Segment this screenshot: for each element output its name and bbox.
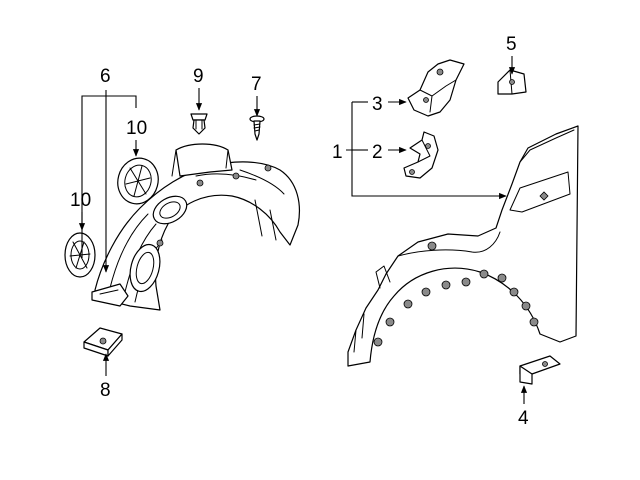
front-fender	[347, 125, 579, 367]
bracket-lower	[519, 355, 561, 385]
callout-6: 6	[100, 66, 111, 87]
bracket-middle	[403, 131, 439, 179]
callout-8: 8	[100, 380, 111, 401]
plug-upper	[117, 157, 159, 205]
callout-10-lower: 10	[70, 190, 91, 211]
callout-labels: 1 2 3 4 5 6 7 8 9 10 10	[70, 34, 529, 429]
leader-lines	[78, 56, 528, 404]
callout-9: 9	[193, 66, 204, 87]
clip-nut	[83, 327, 123, 357]
callout-10-upper: 10	[126, 118, 147, 139]
callout-7: 7	[251, 74, 262, 95]
leader-6-bracket	[81, 95, 137, 258]
callout-1: 1	[332, 142, 343, 163]
bracket-upper	[407, 59, 465, 117]
callout-5: 5	[506, 34, 517, 55]
push-clip	[190, 113, 208, 135]
wheel-arch-liner	[91, 143, 301, 311]
leader-1	[346, 102, 506, 196]
fender-fastener-holes	[373, 241, 539, 347]
screw	[249, 115, 265, 141]
callout-4: 4	[518, 408, 529, 429]
plug-lower	[64, 232, 96, 278]
callout-2: 2	[372, 142, 383, 163]
callout-3: 3	[372, 94, 383, 115]
